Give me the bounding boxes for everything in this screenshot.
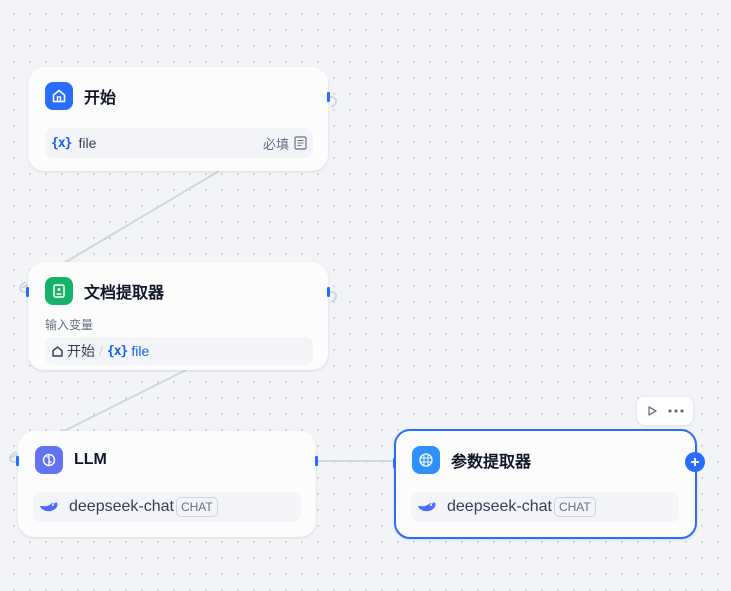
doc-extractor-input-field[interactable]: 开始 / {x} file	[45, 337, 313, 365]
source-node-name: 开始	[67, 343, 95, 359]
home-small-icon	[51, 345, 64, 358]
start-node-header: 开始	[45, 82, 116, 110]
add-next-node-button[interactable]	[685, 452, 705, 472]
llm-output-handle[interactable]	[315, 456, 318, 466]
document-icon	[45, 277, 73, 305]
start-variable-name: file	[78, 135, 97, 151]
llm-model-name: deepseek-chat	[69, 498, 174, 515]
variable-icon: {x}	[106, 343, 129, 359]
llm-input-handle[interactable]	[16, 456, 19, 466]
deepseek-whale-icon	[417, 500, 437, 514]
home-icon	[45, 82, 73, 110]
start-output-handle[interactable]	[327, 92, 330, 102]
play-icon[interactable]	[646, 405, 658, 417]
doc-extractor-output-handle[interactable]	[327, 287, 330, 297]
edge-doc-out-stub	[329, 291, 338, 303]
param-extractor-node[interactable]: 参数提取器 deepseek-chat CHAT	[393, 429, 697, 539]
model-mode-badge: CHAT	[175, 497, 218, 517]
param-extractor-model-field[interactable]: deepseek-chat CHAT	[411, 492, 679, 522]
variable-icon: {x}	[51, 135, 73, 151]
path-separator: /	[99, 343, 103, 359]
brain-icon	[35, 446, 63, 474]
deepseek-whale-icon	[39, 500, 59, 514]
doc-extractor-title: 文档提取器	[84, 285, 165, 302]
required-label: 必填	[262, 136, 289, 152]
llm-node[interactable]: LLM deepseek-chat CHAT	[16, 431, 318, 537]
doc-extractor-node[interactable]: 文档提取器 输入变量 开始 / {x} file	[26, 262, 330, 370]
llm-node-header: LLM	[35, 446, 107, 474]
start-variable-field[interactable]: {x} file 必填	[45, 128, 313, 158]
doc-extractor-input-handle[interactable]	[26, 287, 29, 297]
model-mode-badge: CHAT	[553, 497, 596, 517]
node-toolbar	[637, 397, 693, 425]
start-node-title: 开始	[84, 90, 117, 107]
param-extractor-header: 参数提取器	[412, 446, 531, 474]
document-type-icon	[294, 136, 307, 150]
source-variable-name: file	[131, 343, 150, 359]
start-node[interactable]: 开始 {x} file 必填	[28, 67, 330, 171]
edge-start-out-stub	[329, 96, 338, 108]
param-extractor-input-handle[interactable]	[393, 458, 396, 468]
doc-extractor-header: 文档提取器	[45, 277, 164, 305]
input-variable-label: 输入变量	[45, 318, 94, 332]
llm-model-field[interactable]: deepseek-chat CHAT	[33, 492, 301, 522]
grid-icon	[412, 446, 440, 474]
llm-node-title: LLM	[74, 451, 107, 468]
param-extractor-model-name: deepseek-chat	[447, 498, 552, 515]
more-icon[interactable]	[668, 409, 684, 413]
param-extractor-title: 参数提取器	[451, 454, 532, 471]
